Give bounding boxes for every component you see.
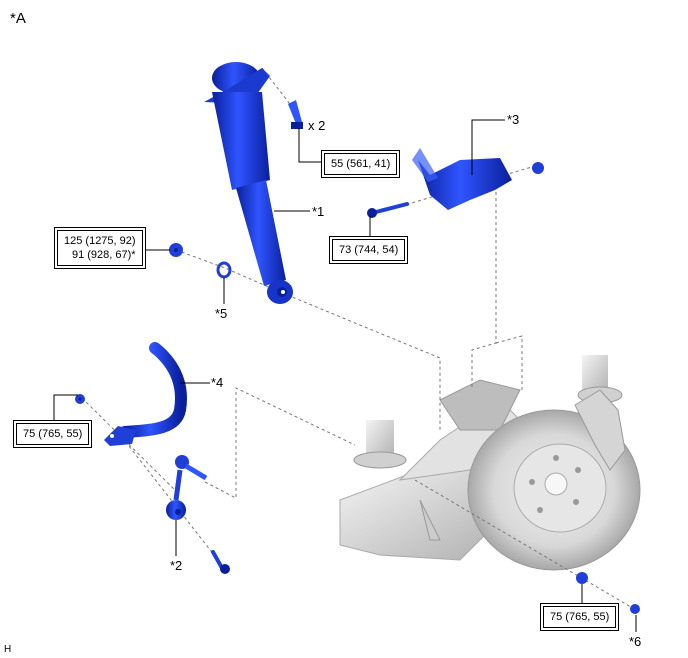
figure-label: *A <box>10 10 26 27</box>
upper-mount-bolt[interactable] <box>288 100 303 129</box>
leader-lines <box>53 119 637 632</box>
torque-value: 75 (765, 55) <box>23 428 83 440</box>
bracket[interactable] <box>412 148 544 210</box>
lower-nut[interactable] <box>169 243 183 257</box>
torque-value-line1: 125 (1275, 92) <box>64 235 136 247</box>
torque-bracket-bolt: 73 (744, 54) <box>329 236 409 264</box>
shock-absorber[interactable] <box>204 62 293 304</box>
washer[interactable] <box>216 261 232 279</box>
callout-part-2: *2 <box>170 558 183 573</box>
guide-lines <box>81 67 637 611</box>
nut-6[interactable] <box>630 604 640 614</box>
stabilizer-link[interactable] <box>166 455 208 520</box>
callout-part-1: *1 <box>312 204 325 219</box>
torque-stabilizer-nut-lower: 75 (765, 55) <box>540 603 620 631</box>
torque-value: 55 (561, 41) <box>331 158 391 170</box>
torque-upper-bolt: 55 (561, 41) <box>321 150 401 178</box>
callout-part-5: *5 <box>215 306 228 321</box>
link-bolt[interactable] <box>211 550 230 574</box>
footer-code: H <box>4 644 12 655</box>
torque-stabilizer-nut-upper: 75 (765, 55) <box>13 420 93 448</box>
torque-value: 75 (765, 55) <box>550 611 610 623</box>
stabilizer-nut-upper[interactable] <box>75 394 85 404</box>
callout-qty-bolt: x 2 <box>308 118 326 133</box>
torque-lower-nut: 125 (1275, 92) 91 (928, 67)* <box>54 227 146 269</box>
bracket-bolt[interactable] <box>367 202 409 218</box>
rear-suspension-assembly <box>339 355 641 571</box>
torque-value: 73 (744, 54) <box>339 244 399 256</box>
stabilizer-bar[interactable] <box>104 342 187 446</box>
callout-part-3: *3 <box>507 112 520 127</box>
callout-part-4: *4 <box>211 375 224 390</box>
torque-value-line2: 91 (928, 67)* <box>71 249 136 261</box>
callout-part-6: *6 <box>629 634 642 649</box>
stabilizer-nut-lower[interactable] <box>576 572 588 584</box>
